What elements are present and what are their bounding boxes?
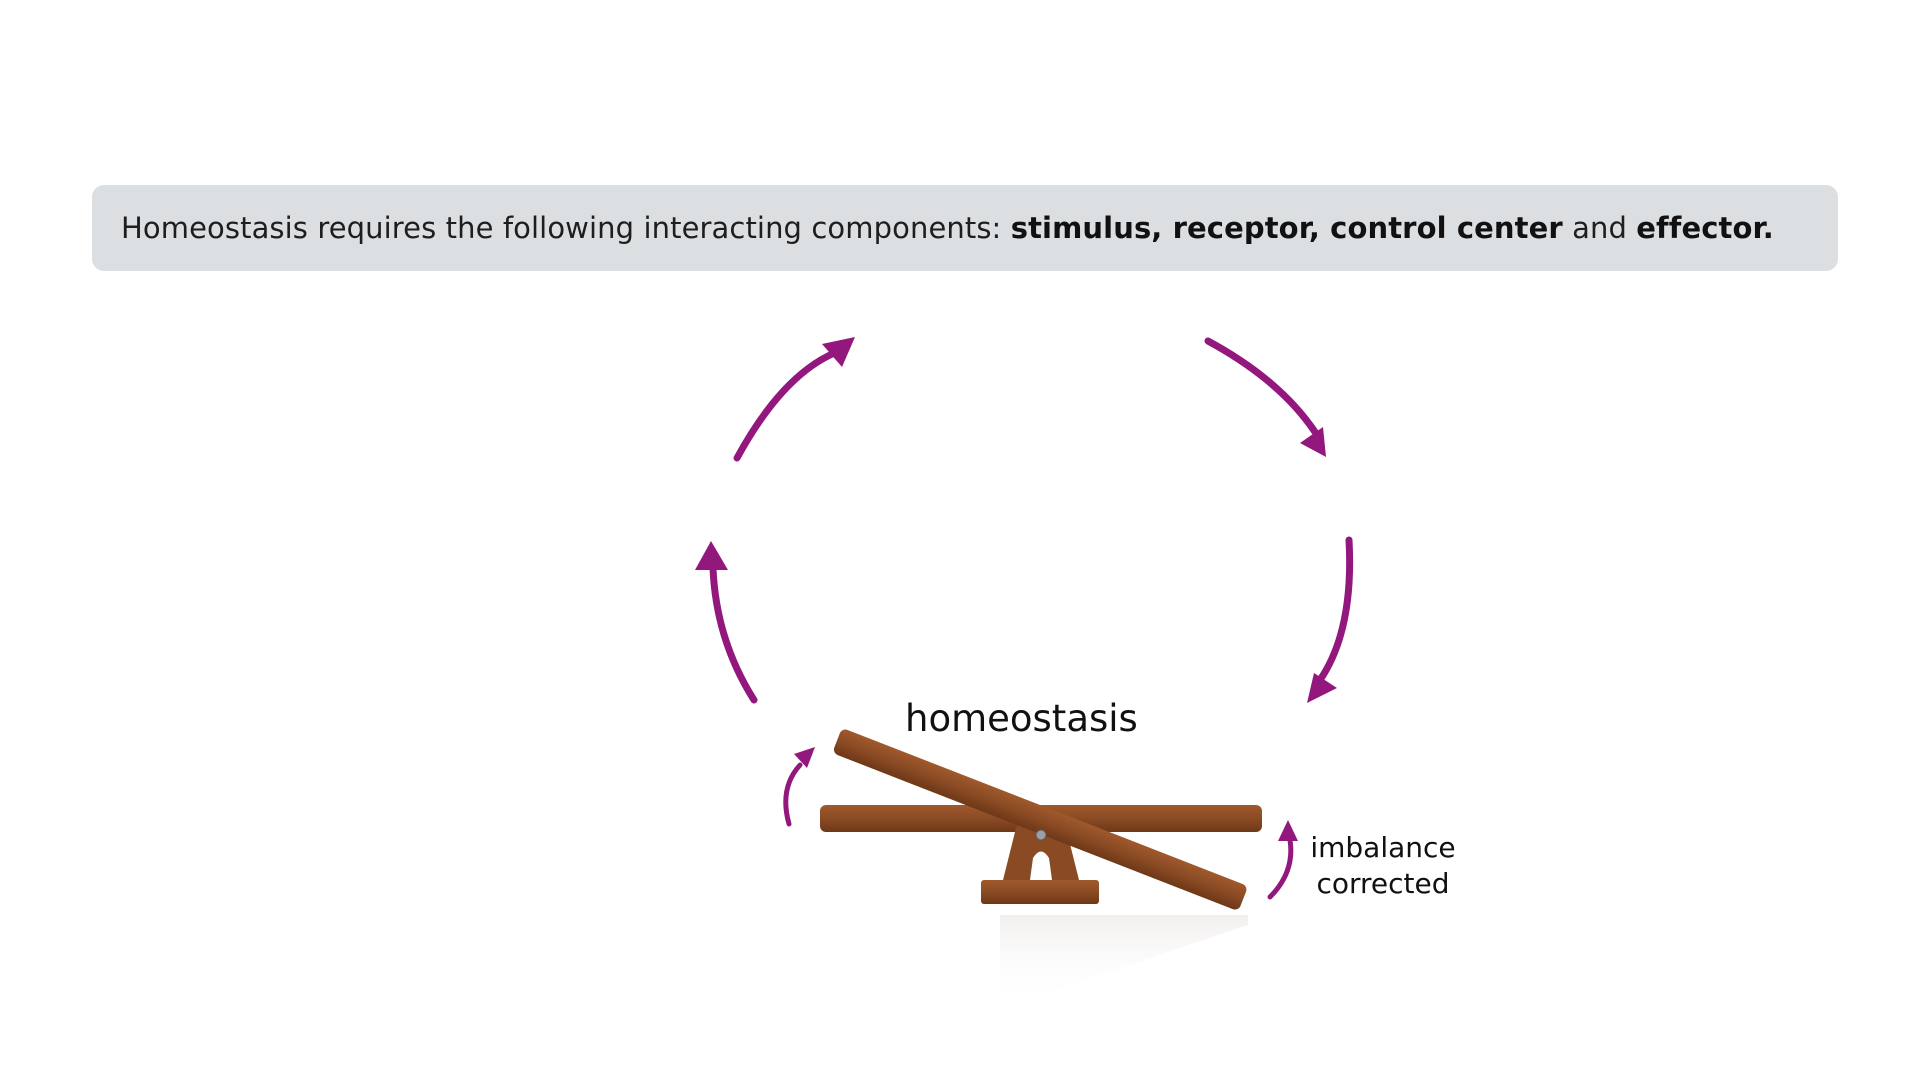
banner-text: Homeostasis requires the following inter… — [121, 211, 1774, 245]
cycle-arrow-icon — [733, 337, 855, 462]
corrected-label: corrected — [1316, 867, 1449, 900]
banner-text-and: and — [1562, 211, 1637, 245]
seesaw-title: homeostasis — [905, 697, 1138, 740]
cycle-arrow-icon — [695, 541, 758, 704]
cycle-arrows — [695, 337, 1354, 704]
imbalance-label: imbalance — [1310, 831, 1455, 864]
small-arrow-left — [783, 747, 815, 827]
seesaw-base — [981, 880, 1099, 904]
cycle-arrow-icon — [1307, 536, 1354, 703]
banner-text-intro: Homeostasis requires the following inter… — [121, 211, 1011, 245]
pivot-bolt-icon — [1035, 829, 1047, 841]
info-banner: Homeostasis requires the following inter… — [92, 185, 1838, 271]
curved-arrow-icon — [783, 747, 815, 827]
banner-bold-components: stimulus, receptor, control center — [1010, 211, 1563, 245]
banner-bold-effector: effector. — [1636, 211, 1774, 245]
seesaw-icon — [820, 729, 1262, 1005]
cycle-arrow-icon — [1204, 337, 1326, 457]
tilted-plank — [833, 729, 1247, 910]
curved-arrow-icon — [1267, 820, 1298, 900]
small-arrow-right — [1267, 820, 1298, 900]
